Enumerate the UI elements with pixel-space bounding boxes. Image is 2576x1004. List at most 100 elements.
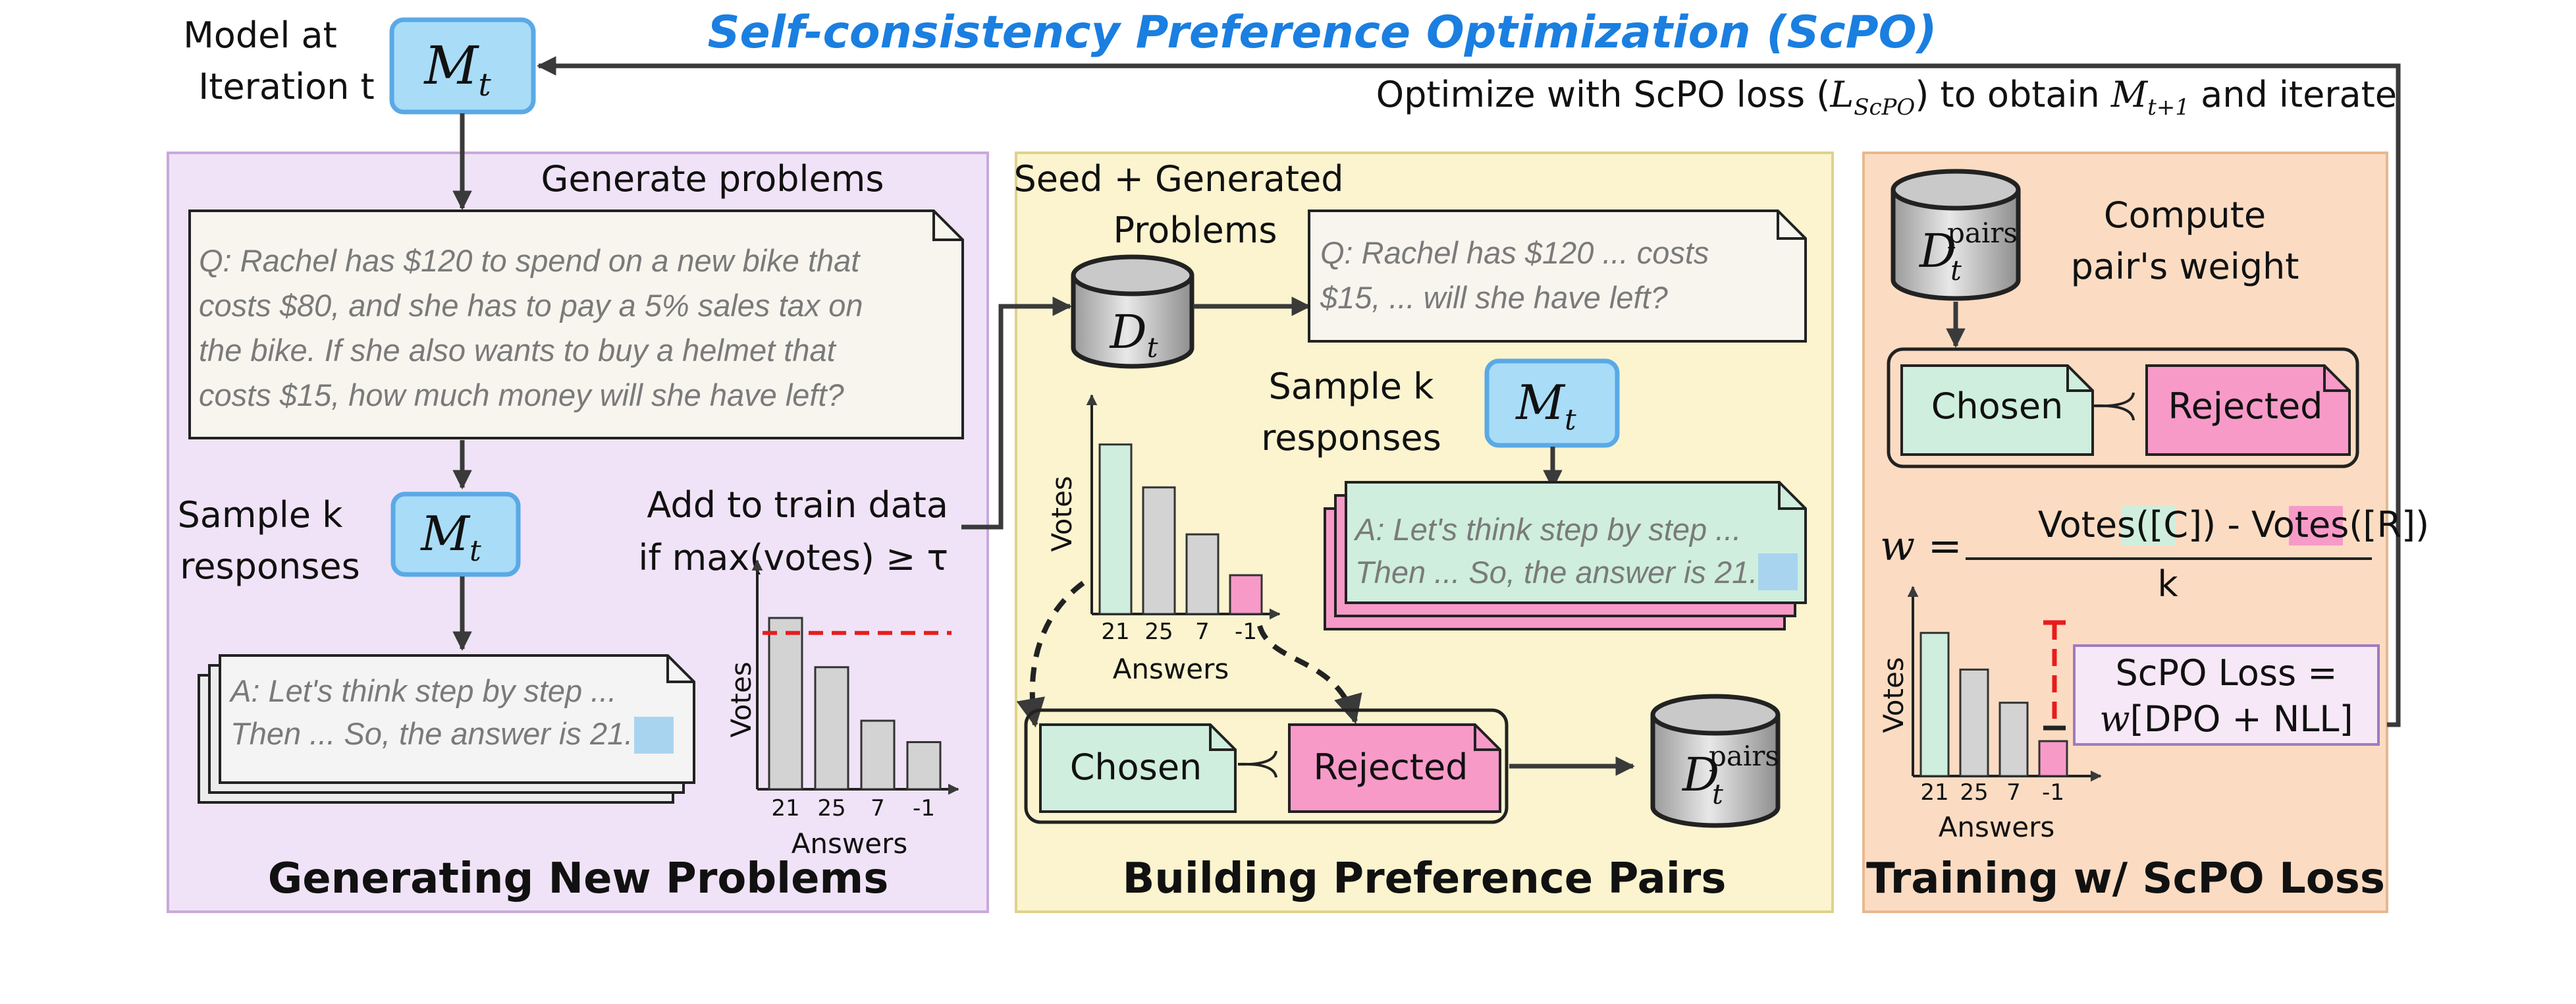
seed-label: Seed + Generated (1013, 158, 1343, 200)
chart-tick-label: 7 (2006, 779, 2021, 806)
svg-text:pairs: pairs (1947, 217, 2018, 249)
pairs-weight-label: pair's weight (2071, 246, 2299, 287)
model-subscript: t (478, 67, 491, 103)
chosen-label: Chosen (1931, 385, 2064, 427)
svg-text:k: k (2157, 563, 2178, 605)
chart-bar (814, 666, 849, 791)
panel1-heading: Generating New Problems (268, 854, 889, 903)
chosen-label: Chosen (1070, 746, 1202, 788)
chart-bar (1098, 443, 1133, 615)
weight-symbol: w = (1880, 522, 1962, 570)
svg-text:Dt: Dt (1108, 305, 1158, 364)
panel3-heading: Training w/ ScPO Loss (1866, 854, 2385, 903)
chart-bar (860, 719, 896, 791)
question-doc: Q: Rachel has $120 to spend on a new bik… (188, 209, 964, 439)
chart-bar (1142, 486, 1176, 615)
chart-tick-label: 7 (871, 795, 885, 822)
svg-text:t: t (1950, 254, 1962, 287)
pairs-db-panel3: D pairs t (1891, 169, 2021, 301)
threshold-condition: if max(votes) ≥ τ (638, 537, 948, 578)
answer-highlight (634, 717, 674, 754)
vote-margin-bracket (2043, 620, 2066, 731)
arrow-add-to-seed (961, 296, 1072, 530)
answer-highlight (1758, 553, 1798, 590)
chart-x-label: Answers (1113, 653, 1229, 685)
scpo-loss-box: ScPO Loss = w[DPO + NLL] (2073, 644, 2380, 746)
dashed-arrow-chosen (1016, 580, 1085, 728)
chart-bar (1959, 668, 1989, 777)
model-symbol: M (423, 35, 479, 96)
chart-y-label: Votes (725, 661, 757, 737)
answer-value: 21 (589, 716, 624, 751)
iteration-label: Iteration t (198, 66, 374, 107)
responses-label: responses (1261, 417, 1441, 459)
chart-bar (1919, 632, 1950, 777)
svg-text:pairs: pairs (1709, 740, 1779, 772)
answer-line: Then ... So, the answer is 21. (230, 716, 633, 751)
chart-bar (768, 617, 803, 791)
chart-tick-label: 25 (1144, 619, 1173, 645)
question-doc-short: Q: Rachel has $120 ... costs $15, ... wi… (1308, 209, 1807, 343)
svg-text:t: t (1712, 778, 1723, 810)
answer-line: A: Let's think step by step ... (1353, 512, 1741, 547)
dataset-db: Dt (1071, 254, 1194, 369)
diagram-title: Self-consistency Preference Optimization… (708, 7, 1937, 59)
svg-text:Mt: Mt (1515, 375, 1576, 437)
question-line: Q: Rachel has $120 to spend on a new bik… (199, 243, 861, 278)
loss-symbol: L (1829, 74, 1854, 115)
optimize-text: Optimize with ScPO loss (LScPO) to obtai… (1376, 74, 2397, 121)
chart-bar (1229, 574, 1263, 615)
chart-tick-label: 21 (1101, 619, 1129, 645)
compute-label: Compute (2104, 194, 2266, 236)
chart-y-label: Votes (1046, 476, 1078, 551)
responses-label: responses (180, 545, 360, 587)
chart-tick-label: -1 (1235, 619, 1257, 645)
loss-line2: w[DPO + NLL] (2099, 698, 2353, 740)
question-line: the bike. If she also wants to buy a hel… (199, 333, 837, 368)
chart-tick-label: 25 (817, 795, 845, 822)
question-line: costs $80, and she has to pay a 5% sales… (199, 288, 863, 323)
question-line: $15, ... will she have left? (1320, 280, 1668, 315)
svg-text:D: D (1681, 748, 1719, 802)
next-model-symbol: M (2110, 74, 2149, 115)
chart-bar (1999, 702, 2029, 777)
chart-tick-label: 21 (1920, 779, 1948, 806)
problems-label: Problems (1114, 209, 1277, 251)
question-line: Q: Rachel has $120 ... costs (1320, 235, 1709, 270)
loss-line1: ScPO Loss = (2115, 652, 2337, 694)
svg-text:D: D (1918, 224, 1956, 278)
chart-x-label: Answers (792, 827, 908, 860)
question-line: costs $15, how much money will she have … (199, 377, 844, 412)
pair-box-panel2: Chosen Rejected (1024, 708, 1509, 824)
chart-bar (1185, 533, 1220, 615)
chosen-highlight (2122, 506, 2176, 545)
chart-tick-label: -1 (913, 795, 935, 822)
svg-text:Mt: Mt (419, 506, 481, 568)
answer-stack-panel2: A: Let's think step by step ... Then ...… (1324, 481, 1807, 630)
add-train-label: Add to train data (647, 484, 948, 526)
chart-x-label: Answers (1939, 811, 2055, 843)
chart-tick-label: 21 (771, 795, 799, 822)
chart-tick-label: 25 (1960, 779, 1988, 806)
weight-formula: w = Votes([C]) - Votes([R]) k (1880, 504, 2429, 605)
generate-problems-label: Generate problems (541, 158, 884, 200)
dashed-arrow-rejected (1257, 625, 1362, 725)
svg-text:Votes([C]) - Votes([R]): Votes([C]) - Votes([R]) (2038, 504, 2429, 545)
pairs-db-panel2: D pairs t (1650, 694, 1781, 828)
answer-line: A: Let's think step by step ... (228, 673, 616, 708)
model-at-label: Model at (183, 14, 337, 56)
answer-line: Then ... So, the answer is 21. (1355, 555, 1758, 590)
pair-box-panel3: Chosen Rejected (1887, 347, 2359, 468)
chart-tick-label: 7 (1195, 619, 1210, 645)
model-top: Mt (389, 17, 536, 115)
panel2-heading: Building Preference Pairs (1123, 854, 1727, 903)
chart-y-label: Votes (1877, 657, 1910, 733)
sample-k-label: Sample k (1269, 366, 1435, 407)
answer-stack-panel1: A: Let's think step by step ... Then ...… (198, 654, 695, 804)
chart-bar (2038, 740, 2068, 777)
